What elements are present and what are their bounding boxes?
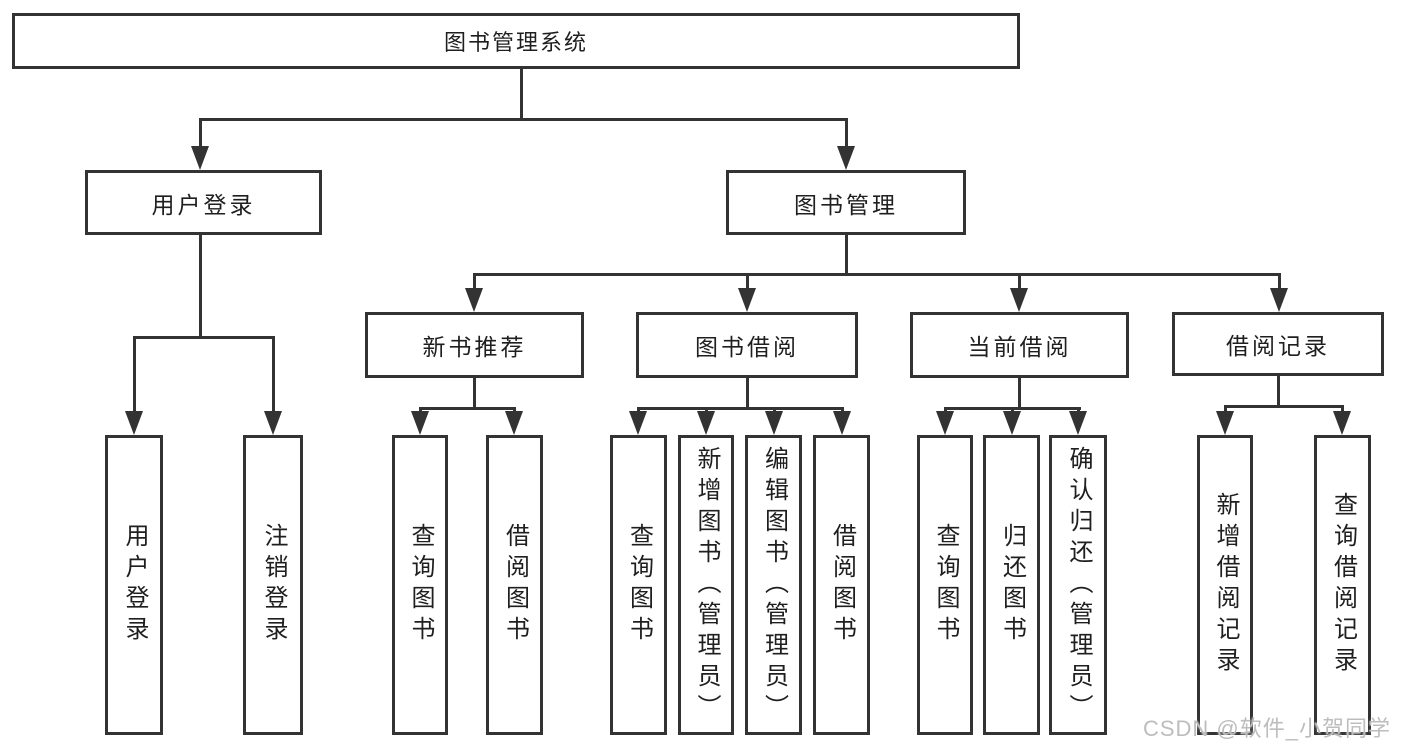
node-label: 当前借阅	[967, 334, 1072, 360]
connector-trunk	[745, 378, 749, 410]
arrowhead-down-icon	[1010, 288, 1028, 312]
connector-user-login-trunk	[198, 235, 202, 338]
node-label: 图书管理	[794, 191, 898, 218]
node-current-borrowing: 当前借阅	[910, 312, 1129, 378]
connector-shaft	[271, 336, 275, 416]
leaf-add-book-admin: 新增图书（管理员）	[678, 435, 734, 735]
arrowhead-down-icon	[936, 411, 954, 435]
leaf-label: 新增借阅记录	[1212, 492, 1239, 678]
node-label: 图书借阅	[695, 334, 799, 360]
arrowhead-down-icon	[738, 288, 756, 312]
connector-shaft	[132, 336, 136, 416]
leaf-label: 用户登录	[121, 523, 148, 647]
connector-shaft	[472, 273, 476, 294]
arrowhead-down-icon	[833, 411, 851, 435]
connector-shaft	[198, 118, 202, 150]
leaf-edit-book-admin: 编辑图书（管理员）	[745, 435, 802, 735]
leaf-label: 注销登录	[260, 523, 287, 647]
connector-rail	[636, 407, 844, 410]
leaf-query-books-borrow: 查询图书	[610, 435, 667, 735]
node-library-management-system: 图书管理系统	[12, 13, 1020, 69]
node-book-management: 图书管理	[726, 170, 966, 235]
leaf-label: 查询图书	[932, 523, 959, 647]
connector-trunk	[472, 378, 476, 410]
connector-book-mgmt-trunk	[844, 235, 848, 275]
arrowhead-down-icon	[1216, 411, 1234, 435]
connector-shaft	[844, 118, 848, 150]
arrowhead-down-icon	[465, 288, 483, 312]
node-label: 用户登录	[151, 191, 256, 218]
arrowhead-down-icon	[125, 411, 143, 435]
node-user-login: 用户登录	[85, 170, 322, 235]
leaf-label: 确认归还（管理员）	[1065, 445, 1092, 725]
node-label: 新书推荐	[422, 334, 527, 360]
arrowhead-down-icon	[1069, 411, 1087, 435]
leaf-label: 归还图书	[998, 523, 1026, 647]
arrowhead-down-icon	[1333, 411, 1351, 435]
leaf-label: 新增图书（管理员）	[693, 445, 720, 725]
leaf-confirm-return-admin: 确认归还（管理员）	[1049, 435, 1107, 735]
leaf-label: 编辑图书（管理员）	[760, 445, 788, 725]
node-book-borrowing: 图书借阅	[636, 312, 858, 378]
csdn-watermark: CSDN @软件_小贺同学	[1142, 716, 1391, 741]
arrowhead-down-icon	[505, 411, 523, 435]
leaf-query-books-recommend: 查询图书	[392, 435, 448, 735]
leaf-borrow-books: 借阅图书	[813, 435, 870, 735]
arrowhead-down-icon	[697, 411, 715, 435]
arrowhead-down-icon	[629, 411, 647, 435]
connector-shaft	[1017, 273, 1021, 294]
leaf-label: 查询图书	[625, 523, 653, 647]
connector-trunk	[1276, 376, 1280, 407]
connector-shaft	[1277, 273, 1281, 294]
node-new-book-recommend: 新书推荐	[365, 312, 584, 378]
arrowhead-down-icon	[264, 411, 282, 435]
arrowhead-down-icon	[411, 411, 429, 435]
connector-rail	[418, 407, 516, 410]
leaf-return-books: 归还图书	[983, 435, 1040, 735]
arrowhead-down-icon	[191, 146, 209, 170]
leaf-add-borrow-record: 新增借阅记录	[1197, 435, 1253, 735]
leaf-label: 查询图书	[407, 523, 434, 647]
leaf-label: 查询借阅记录	[1329, 492, 1357, 678]
leaf-user-login: 用户登录	[105, 435, 163, 735]
connector-rail	[1223, 405, 1344, 408]
leaf-borrow-books-recommend: 借阅图书	[486, 435, 543, 735]
arrowhead-down-icon	[1003, 411, 1021, 435]
arrowhead-down-icon	[1270, 288, 1288, 312]
leaf-logout: 注销登录	[243, 435, 303, 735]
connector-user-login-rail	[132, 336, 275, 339]
connector-level2-rail	[198, 118, 848, 121]
connector-level3-rail	[472, 273, 1281, 276]
leaf-label: 借阅图书	[501, 523, 529, 647]
node-label: 借阅记录	[1226, 333, 1330, 359]
node-borrowing-records: 借阅记录	[1172, 312, 1384, 376]
node-label: 图书管理系统	[443, 30, 588, 55]
leaf-query-borrow-record: 查询借阅记录	[1314, 435, 1371, 735]
leaf-query-books-current: 查询图书	[917, 435, 973, 735]
connector-trunk	[1017, 378, 1021, 410]
arrowhead-down-icon	[765, 411, 783, 435]
connector-shaft	[745, 273, 749, 294]
arrowhead-down-icon	[837, 146, 855, 170]
connector-root-trunk	[519, 69, 523, 120]
leaf-label: 借阅图书	[828, 523, 856, 647]
